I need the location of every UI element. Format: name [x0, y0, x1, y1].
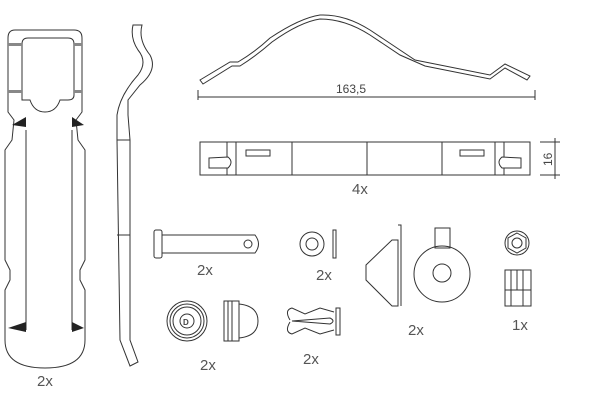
retaining-bar [199, 141, 531, 176]
dimension-clip-length: 163,5 [336, 82, 366, 96]
washer-front [299, 231, 325, 257]
quantity-label-clevis-pin: 2x [197, 262, 213, 279]
nut-sleeve [504, 230, 532, 307]
washer-side [332, 229, 337, 259]
quantity-label-washer: 2x [316, 267, 332, 284]
quantity-label-nut-sleeve: 1x [512, 317, 528, 334]
spring-plate-side [116, 24, 153, 367]
dust-cap-side [223, 300, 259, 342]
quantity-label-dust-cap: 2x [200, 357, 216, 374]
clevis-pin [153, 229, 259, 259]
quantity-label-r-clip: 2x [303, 351, 319, 368]
rubber-bump-front [413, 227, 471, 303]
r-clip [286, 307, 341, 336]
quantity-label-retaining-bar: 4x [352, 181, 368, 198]
dust-cap-marking: D [183, 318, 189, 327]
dust-cap-front: D [166, 300, 208, 342]
dimension-bar-height: 16 [541, 152, 555, 166]
arched-clip [199, 14, 531, 85]
rubber-bump-side [365, 224, 402, 307]
spring-plate-front [4, 29, 86, 369]
quantity-label-rubber-bump: 2x [408, 322, 424, 339]
quantity-label-spring-plate: 2x [37, 373, 53, 390]
